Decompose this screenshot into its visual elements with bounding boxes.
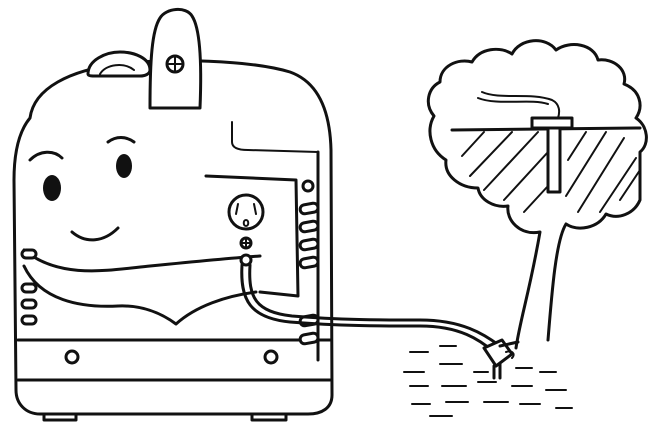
fuel-cap-icon <box>88 52 150 76</box>
ground-rod-icon <box>532 118 572 192</box>
ground-clamp-icon <box>484 340 518 378</box>
generator-body-icon <box>14 61 332 420</box>
power-outlet-icon <box>229 195 263 229</box>
ground-rod-detail-bubble <box>428 41 646 348</box>
right-vent-slots <box>299 181 318 344</box>
control-panel <box>206 176 298 296</box>
left-vent-slots <box>22 250 36 324</box>
carry-handle-icon <box>150 9 201 108</box>
soil-cross-section <box>452 128 640 212</box>
generator-face <box>24 138 260 325</box>
ground-terminal-icon <box>241 238 251 265</box>
